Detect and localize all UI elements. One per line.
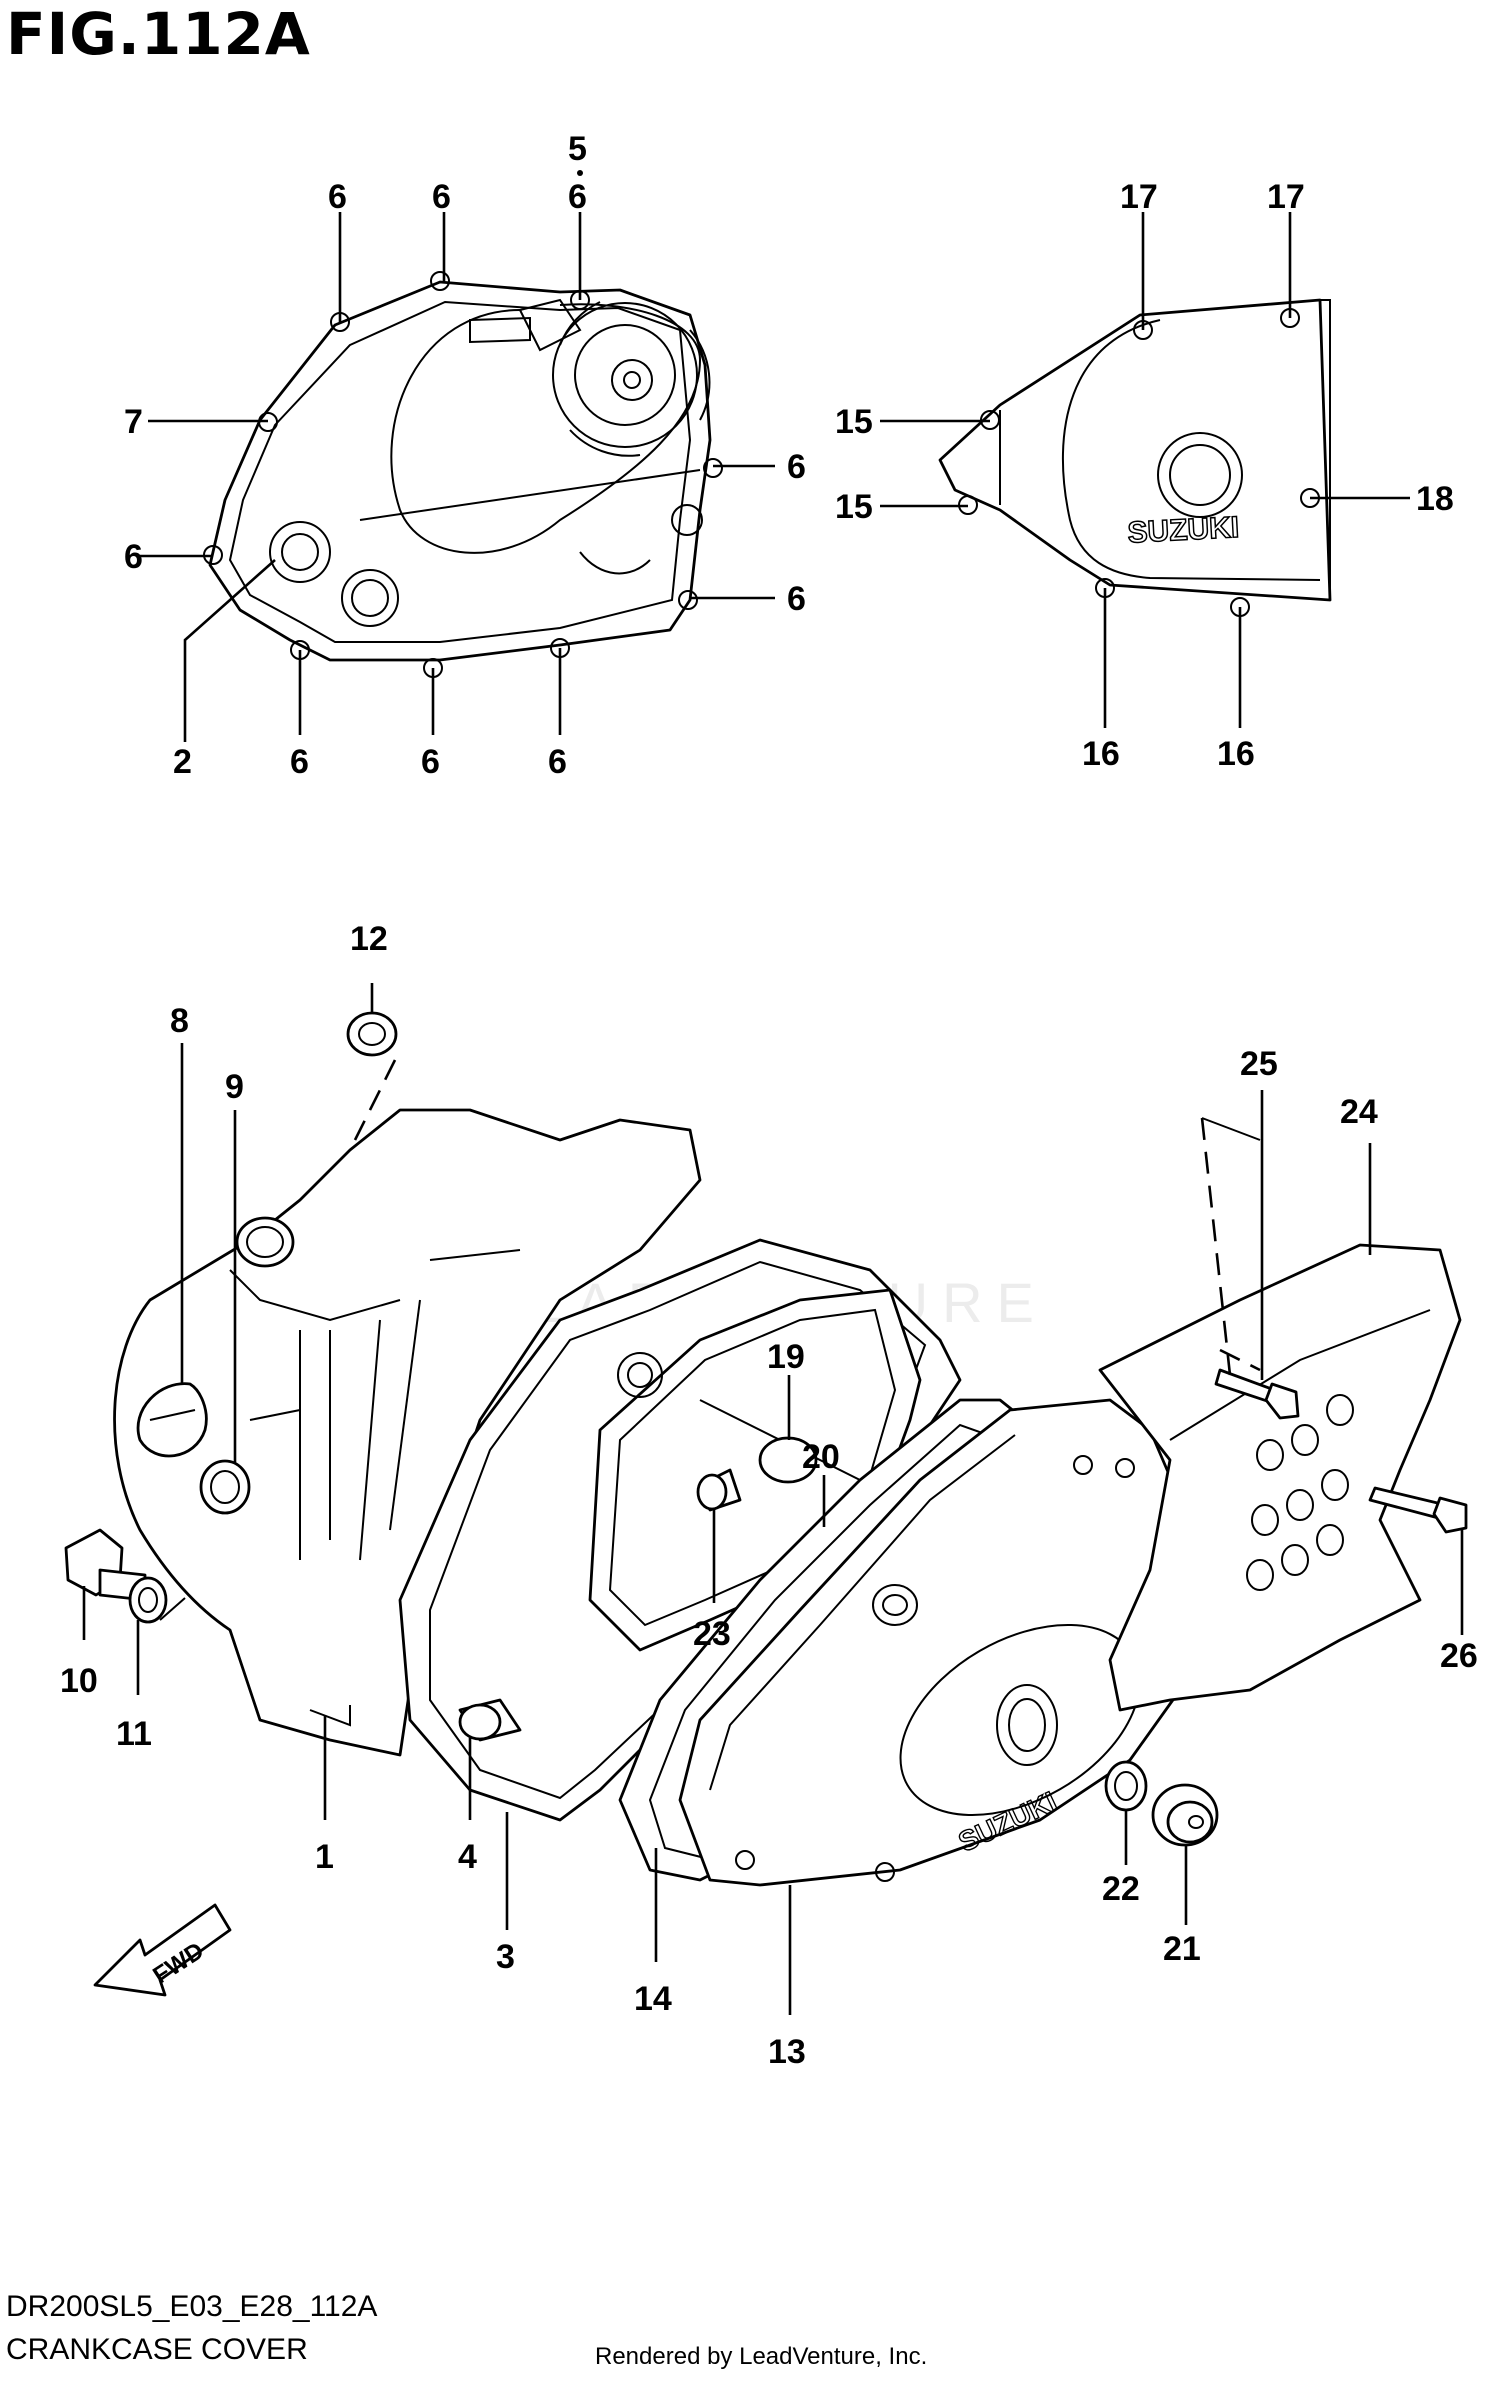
diagram-code: DR200SL5_E03_E28_112A xyxy=(6,2290,378,2323)
callout-dot xyxy=(577,170,583,176)
callout-numbers: 5 6 6 6 7 6 6 6 2 6 6 6 17 17 15 15 18 1… xyxy=(60,130,1478,2071)
figure-title: FIG.112A xyxy=(6,0,311,68)
callout-15: 15 xyxy=(835,403,873,441)
callout-7: 7 xyxy=(124,403,143,441)
callout-6: 6 xyxy=(328,178,347,216)
callout-20: 20 xyxy=(802,1438,840,1476)
callout-6: 6 xyxy=(124,538,143,576)
callout-6: 6 xyxy=(568,178,587,216)
callout-3: 3 xyxy=(496,1938,515,1976)
callout-6: 6 xyxy=(421,743,440,781)
callout-17: 17 xyxy=(1120,178,1158,216)
callout-19: 19 xyxy=(767,1338,805,1376)
callout-6: 6 xyxy=(787,448,806,486)
callout-2: 2 xyxy=(173,743,192,781)
callout-10: 10 xyxy=(60,1662,98,1700)
callout-23: 23 xyxy=(693,1615,731,1653)
callout-14: 14 xyxy=(634,1980,672,2018)
callout-1: 1 xyxy=(315,1838,334,1876)
callout-21: 21 xyxy=(1163,1930,1201,1968)
callout-15: 15 xyxy=(835,488,873,526)
callout-16: 16 xyxy=(1082,735,1120,773)
callout-24: 24 xyxy=(1340,1093,1378,1131)
diagram-name: CRANKCASE COVER xyxy=(6,2333,308,2366)
callout-4: 4 xyxy=(458,1838,477,1876)
clutch-cover-detail xyxy=(203,271,723,678)
leader-lines xyxy=(82,212,1464,2015)
fwd-arrow: FWD xyxy=(93,1903,232,1997)
callout-6: 6 xyxy=(787,580,806,618)
crankcase-assembly: SUZUKI xyxy=(64,1011,1468,1887)
callout-11: 11 xyxy=(116,1715,152,1753)
rendered-by-credit: Rendered by LeadVenture, Inc. xyxy=(595,2343,928,2370)
callout-9: 9 xyxy=(225,1068,244,1106)
callout-22: 22 xyxy=(1102,1870,1140,1908)
callout-17: 17 xyxy=(1267,178,1305,216)
callout-16: 16 xyxy=(1217,735,1255,773)
callout-6: 6 xyxy=(432,178,451,216)
callout-6: 6 xyxy=(548,743,567,781)
callout-6: 6 xyxy=(290,743,309,781)
callout-18: 18 xyxy=(1416,480,1454,518)
callout-8: 8 xyxy=(170,1002,189,1040)
magneto-cover-detail: SUZUKI xyxy=(938,298,1332,617)
callout-12: 12 xyxy=(350,920,388,958)
brand-logo: SUZUKI xyxy=(1127,511,1240,550)
callout-5: 5 xyxy=(568,130,587,168)
callout-26: 26 xyxy=(1440,1637,1478,1675)
callout-25: 25 xyxy=(1240,1045,1278,1083)
callout-13: 13 xyxy=(768,2033,806,2071)
